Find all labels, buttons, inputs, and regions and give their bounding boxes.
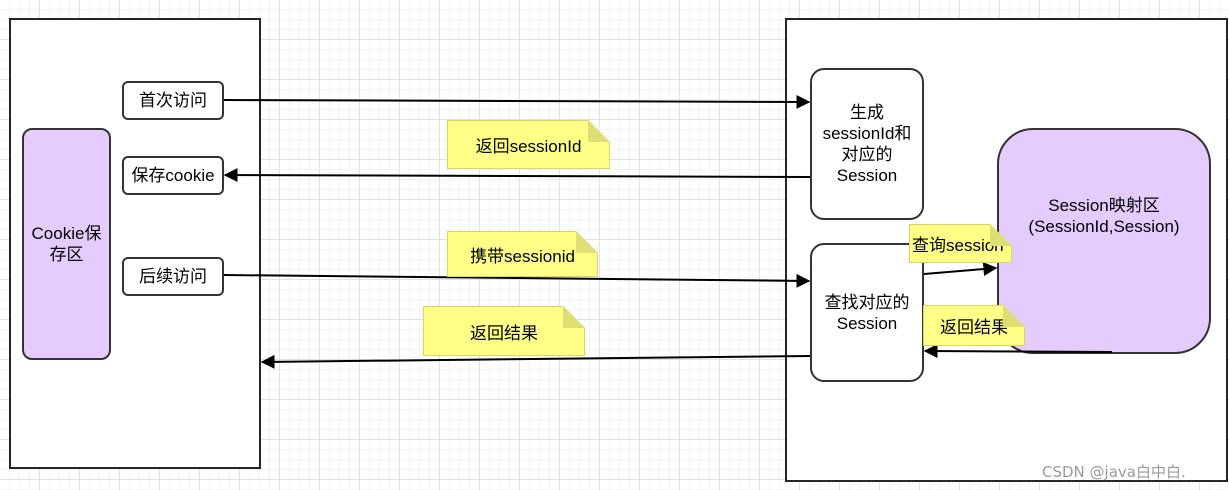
return-result-server-arrow (923, 344, 1113, 359)
note-fold-icon (576, 231, 598, 253)
return-result-client-note: 返回结果 (423, 306, 585, 356)
generate-session-label: 生成sessionId和对应的Session (822, 103, 912, 185)
note-fold-icon (588, 120, 610, 142)
subsequent-visit-box: 后续访问 (122, 257, 224, 296)
save-cookie-box: 保存cookie (122, 156, 224, 195)
query-session-label: 查询session (912, 236, 1004, 255)
query-session-arrow (923, 262, 998, 277)
return-result-server-label: 返回结果 (940, 318, 1008, 337)
return-result-client-label: 返回结果 (470, 323, 538, 343)
note-fold-icon (1003, 305, 1025, 327)
session-map-subtitle: (SessionId,Session) (1028, 217, 1180, 236)
find-session-label: 查找对应的Session (824, 292, 910, 333)
return-result-arrow (260, 354, 811, 369)
note-fold-icon (990, 224, 1012, 246)
watermark: CSDN @java白中白. (1042, 463, 1186, 481)
subsequent-visit-arrow (223, 273, 811, 288)
first-visit-label: 首次访问 (139, 91, 207, 110)
cookie-storage-area: Cookie保存区 (22, 128, 111, 360)
subsequent-visit-label: 后续访问 (139, 267, 207, 286)
generate-session-box: 生成sessionId和对应的Session (810, 68, 924, 220)
first-visit-box: 首次访问 (122, 81, 224, 120)
cookie-storage-label: Cookie保存区 (31, 224, 102, 264)
first-visit-arrow (223, 94, 811, 109)
carry-session-id-note: 携带sessionid (447, 231, 598, 277)
session-map-area: Session映射区 (SessionId,Session) (997, 128, 1211, 354)
session-map-title: Session映射区 (1048, 196, 1160, 215)
find-session-box: 查找对应的Session (810, 243, 924, 382)
save-cookie-label: 保存cookie (131, 166, 215, 185)
carry-session-id-label: 携带sessionid (470, 246, 575, 266)
return-result-server-note: 返回结果 (923, 305, 1025, 346)
return-session-id-label: 返回sessionId (475, 137, 582, 156)
return-session-id-note: 返回sessionId (447, 120, 610, 169)
note-fold-icon (563, 306, 585, 328)
return-session-id-arrow (223, 168, 811, 183)
